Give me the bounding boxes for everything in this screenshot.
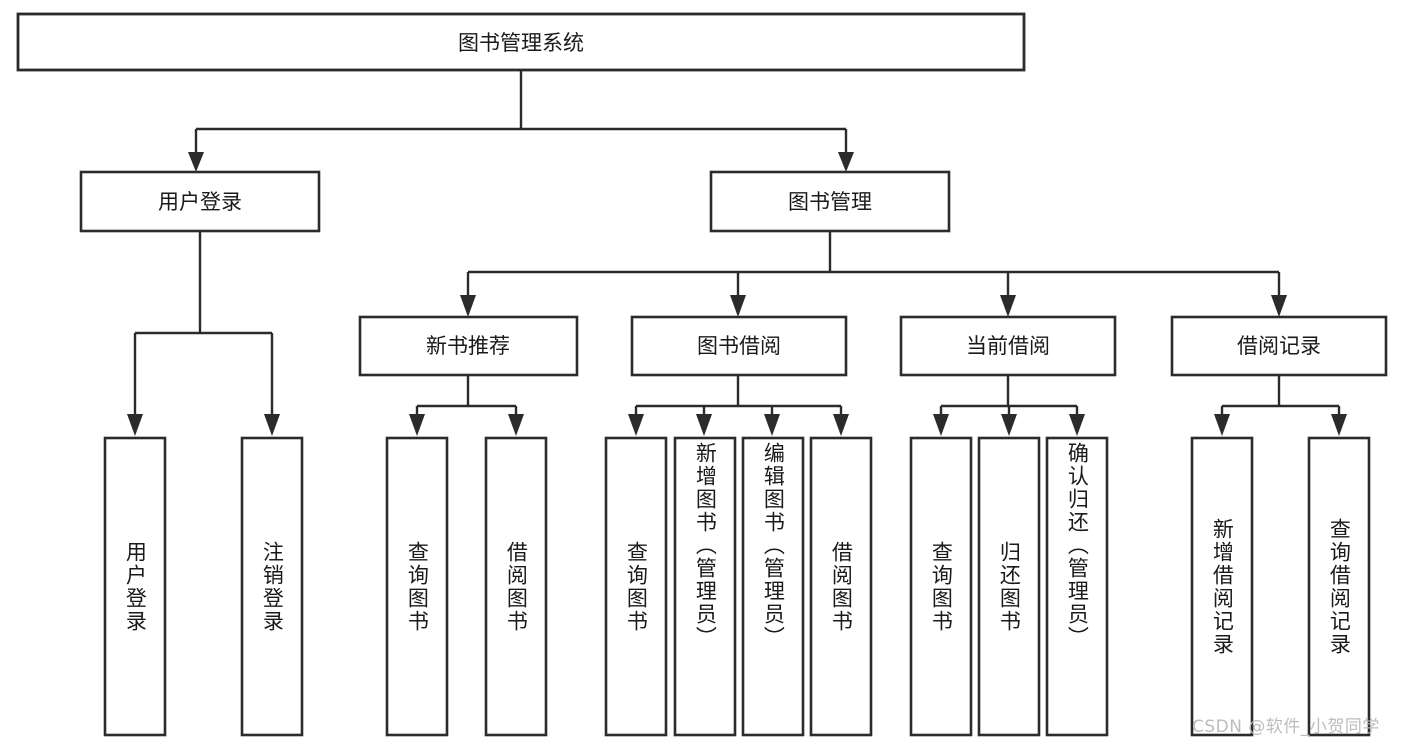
leaf-return-book[interactable] xyxy=(977,436,1041,737)
connector-currentborrow-to-leaves xyxy=(933,375,1085,436)
leaf-borrow-book-2[interactable] xyxy=(809,436,873,737)
connector-borrowrecord-to-leaves xyxy=(1214,375,1347,436)
node-borrow-record-label: 借阅记录 xyxy=(1237,334,1321,358)
leaf-confirm-return-admin-label: 确认归还（管理员） xyxy=(1065,442,1090,649)
leaf-query-book-1[interactable] xyxy=(385,436,449,737)
connector-root-to-level2 xyxy=(188,70,854,172)
node-root-label: 图书管理系统 xyxy=(458,31,584,55)
leaf-borrow-book-1-label: 借阅图书 xyxy=(504,540,529,633)
leaf-add-book-admin[interactable] xyxy=(673,436,737,737)
leaf-query-book-2[interactable] xyxy=(604,436,668,737)
leaf-query-borrow-record-label: 查询借阅记录 xyxy=(1327,517,1352,656)
leaf-return-book-label: 归还图书 xyxy=(997,540,1022,633)
leaf-borrow-book-2-label: 借阅图书 xyxy=(829,540,854,633)
leaf-add-book-admin-label: 新增图书（管理员） xyxy=(693,442,718,649)
node-root[interactable]: 图书管理系统 xyxy=(16,12,1026,72)
leaf-logout-label: 注销登录 xyxy=(260,540,285,633)
node-book-management-label: 图书管理 xyxy=(788,190,872,214)
node-new-book-recommend-label: 新书推荐 xyxy=(426,334,510,358)
leaf-edit-book-admin-label: 编辑图书（管理员） xyxy=(761,442,786,649)
leaf-query-book-1-label: 查询图书 xyxy=(405,540,430,633)
leaf-user-login[interactable] xyxy=(103,436,167,737)
csdn-watermark: CSDN @软件_小贺同学 xyxy=(1192,717,1380,737)
node-current-borrow[interactable]: 当前借阅 xyxy=(899,315,1117,377)
leaf-query-borrow-record[interactable] xyxy=(1307,436,1371,737)
leaf-confirm-return-admin[interactable] xyxy=(1045,436,1109,737)
leaf-borrow-book-1[interactable] xyxy=(484,436,548,737)
leaf-query-book-3-label: 查询图书 xyxy=(929,540,954,633)
leaf-add-borrow-record[interactable] xyxy=(1190,436,1254,737)
leaf-edit-book-admin[interactable] xyxy=(741,436,805,737)
connector-newbook-to-leaves xyxy=(409,375,524,436)
node-current-borrow-label: 当前借阅 xyxy=(966,334,1050,358)
connector-bookborrow-to-leaves xyxy=(628,375,849,436)
leaf-user-login-label: 用户登录 xyxy=(123,540,148,633)
node-borrow-record[interactable]: 借阅记录 xyxy=(1170,315,1388,377)
node-user-login[interactable]: 用户登录 xyxy=(79,170,321,233)
leaf-add-borrow-record-label: 新增借阅记录 xyxy=(1210,517,1235,656)
node-book-borrow-label: 图书借阅 xyxy=(697,334,781,358)
node-user-login-label: 用户登录 xyxy=(158,190,242,214)
node-book-management[interactable]: 图书管理 xyxy=(709,170,951,233)
node-new-book-recommend[interactable]: 新书推荐 xyxy=(358,315,579,377)
leaf-logout[interactable] xyxy=(240,436,304,737)
connector-bookmgmt-to-level3 xyxy=(460,231,1287,317)
connector-userlogin-to-leaves xyxy=(127,231,280,436)
leaf-query-book-3[interactable] xyxy=(909,436,973,737)
leaf-query-book-2-label: 查询图书 xyxy=(624,540,649,633)
node-book-borrow[interactable]: 图书借阅 xyxy=(630,315,848,377)
